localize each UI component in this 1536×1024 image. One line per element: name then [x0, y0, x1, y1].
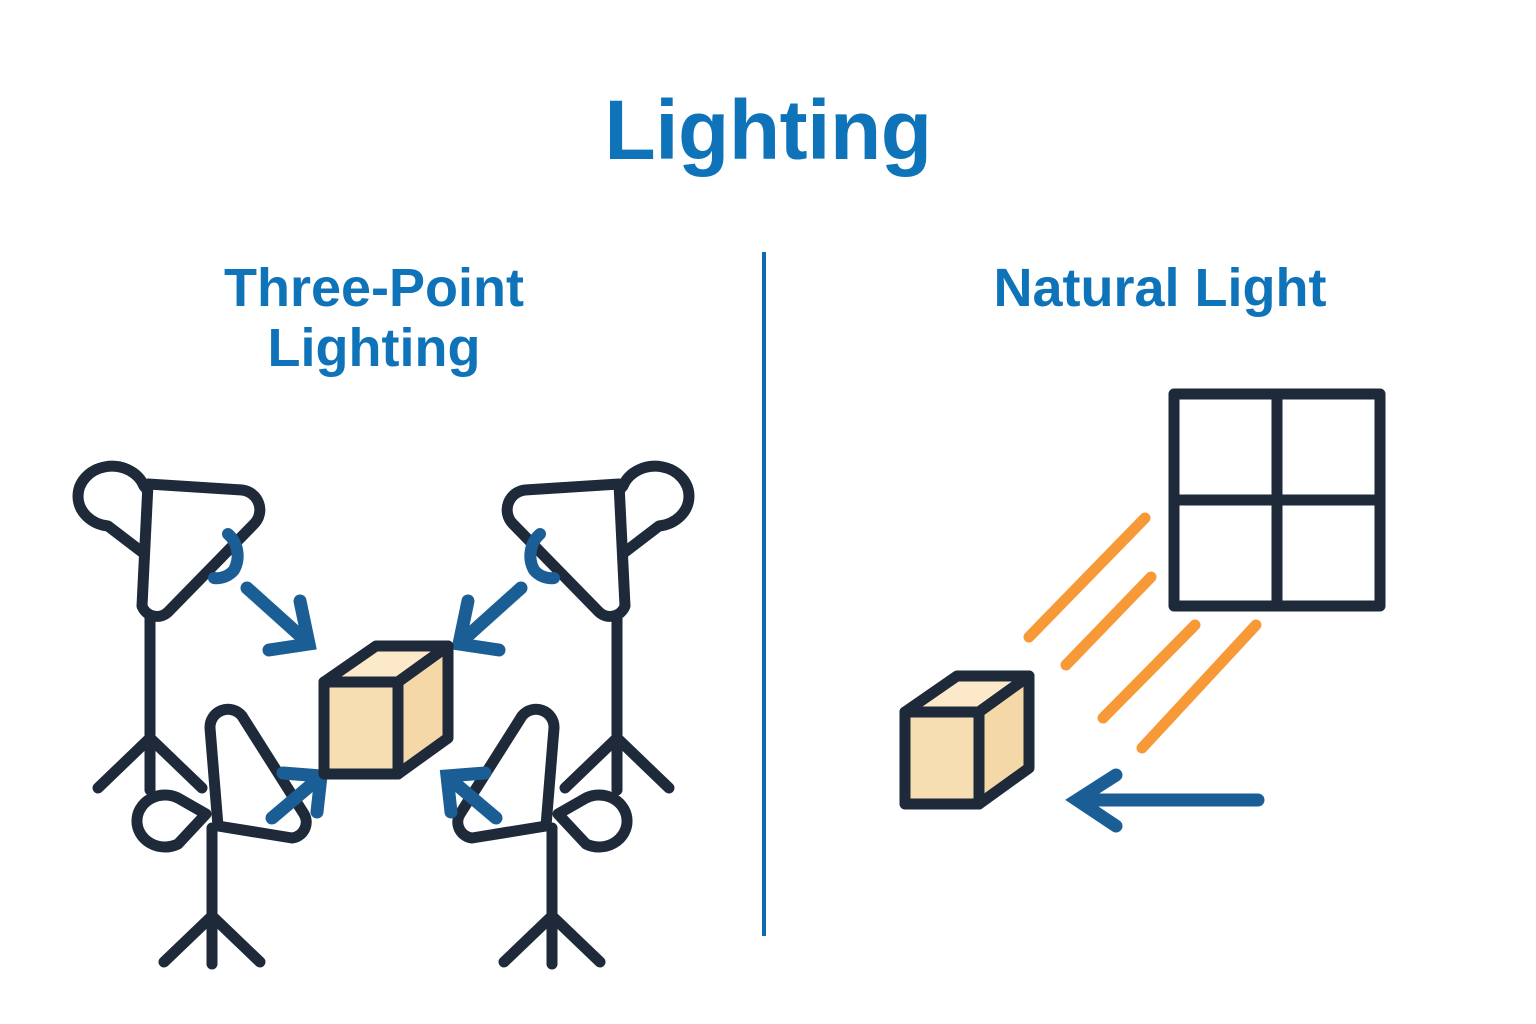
vertical-divider	[762, 252, 766, 936]
light-ray-2	[1060, 571, 1157, 671]
light-bottom-right	[458, 709, 627, 964]
window-icon	[1168, 388, 1386, 612]
panel-heading-line-1: Three-Point	[223, 258, 524, 318]
panel-heading-three-point: Three-Point Lighting	[60, 258, 688, 379]
natural-light-group	[905, 388, 1386, 833]
glow-arc-right	[524, 528, 560, 585]
light-direction-arrow	[1065, 768, 1265, 833]
cube-subject-natural-light	[905, 676, 1029, 804]
arrow-bottom-right-to-cube	[439, 766, 503, 825]
light-ray-3	[1097, 619, 1201, 724]
arrow-top-right-to-cube	[451, 581, 528, 657]
light-ray-1	[1023, 512, 1151, 643]
arrow-top-left-to-cube	[240, 581, 317, 657]
light-bottom-left	[137, 709, 306, 964]
glow-arc-left	[208, 528, 244, 585]
panel-heading-line-1: Natural Light	[993, 258, 1327, 318]
panel-heading-line-2: Lighting	[267, 318, 481, 379]
light-top-left	[78, 466, 260, 790]
light-ray-4	[1136, 619, 1262, 754]
page-title: Lighting	[604, 83, 932, 177]
three-point-lighting-group	[78, 466, 689, 964]
panel-heading-natural-light: Natural Light	[840, 258, 1480, 318]
arrow-bottom-left-to-cube	[265, 766, 329, 825]
light-top-right	[507, 466, 689, 790]
cube-subject-three-point	[324, 646, 448, 774]
light-rays	[1023, 512, 1262, 754]
